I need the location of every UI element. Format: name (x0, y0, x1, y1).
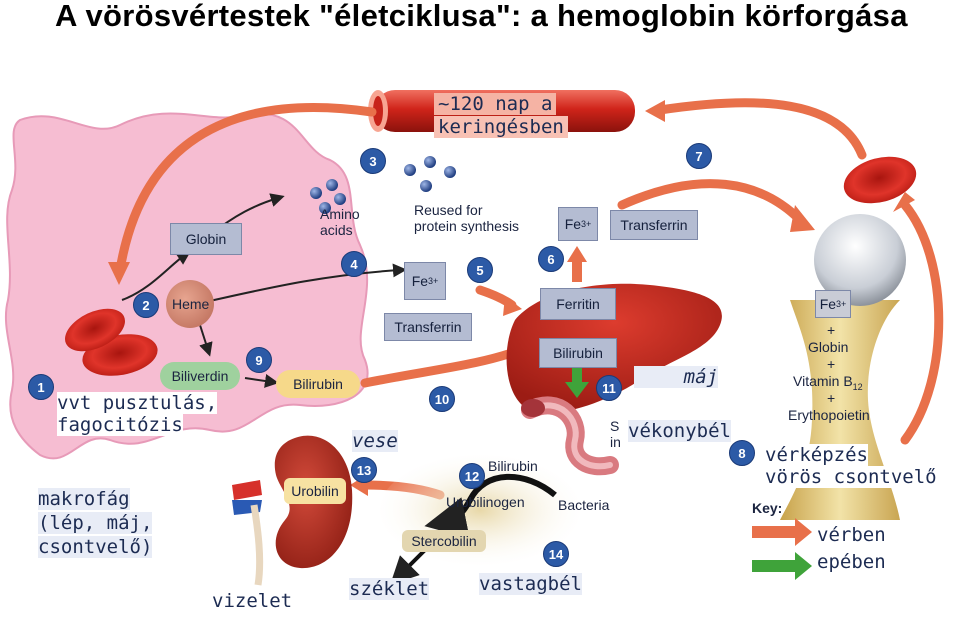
label-liver: máj (634, 366, 718, 388)
transferrin-box-2: Transferrin (610, 210, 698, 240)
step-9: 9 (246, 347, 272, 373)
bilirubin-intestine-label: Bilirubin (488, 458, 538, 474)
step-11: 11 (596, 375, 622, 401)
bacteria-label: Bacteria (558, 497, 610, 513)
bone-plus-2: + (827, 356, 836, 372)
bone-erythropoietin: Erythopoietin (788, 407, 870, 423)
arrow-marrow-to-rbc (900, 200, 944, 445)
key-arrow-blood (752, 518, 812, 546)
step-2: 2 (133, 292, 159, 318)
stercobilin-pill: Stercobilin (402, 530, 486, 552)
step-6: 6 (538, 246, 564, 272)
bilirubin-pill: Bilirubin (276, 370, 360, 398)
label-urine: vizelet (212, 590, 293, 612)
step-14: 14 (543, 541, 569, 567)
rbc-cluster (65, 308, 158, 376)
transferrin-box-1: Transferrin (384, 313, 472, 341)
arrow-bilirubin-to-liver (360, 345, 525, 388)
step-7: 7 (686, 143, 712, 169)
heme-circle (166, 280, 214, 328)
bilirubin-box-liver: Bilirubin (539, 338, 617, 368)
rbc-right (843, 156, 917, 204)
label-hematopoiesis: vérképzés (765, 444, 868, 466)
step-8: 8 (729, 440, 755, 466)
arrow-rbc-to-vessel (655, 98, 867, 160)
heme-label: Heme (172, 296, 210, 312)
key-blood-label: vérben (817, 524, 886, 546)
label-colon: vastagbél (479, 573, 582, 595)
arrow-vessel-to-macrophage (115, 103, 377, 275)
label-circulation-2: keringésben (434, 116, 568, 138)
key-bile-label: epében (817, 551, 886, 573)
bone-globin: Globin (808, 339, 849, 355)
step-5: 5 (467, 257, 493, 283)
label-kidney: vese (352, 430, 398, 452)
label-red-marrow: vörös csontvelő (765, 466, 937, 488)
key-title: Key: (752, 500, 783, 516)
label-macrophage-1: makrofág (38, 488, 130, 510)
arrow-transferrin-to-marrow (617, 179, 805, 225)
biliverdin-pill: Biliverdin (160, 362, 240, 390)
amino-acid-spheres (310, 156, 456, 214)
label-circulation-1: ~120 nap a (434, 93, 557, 115)
partial-in-label: in (610, 434, 621, 450)
label-small-intestine: vékonybél (628, 420, 731, 442)
bacteria-arrow (424, 473, 557, 539)
bone-plus-1: + (827, 322, 836, 338)
ferritin-box: Ferritin (540, 288, 616, 320)
step-3: 3 (360, 148, 386, 174)
bone-vitamin: Vitamin B12 (793, 373, 863, 392)
arrow-ferritin-up (572, 262, 582, 282)
urobilinogen-label: Urobilinogen (446, 494, 525, 510)
label-macrophage-3: csontvelő) (38, 536, 153, 558)
step-4: 4 (341, 251, 367, 277)
key-arrow-bile (752, 552, 812, 580)
globin-box: Globin (170, 223, 242, 255)
page-title: A vörösvértestek "életciklusa": a hemogl… (55, 0, 908, 33)
step-10: 10 (429, 386, 455, 412)
label-macrophage-2: (lép, máj, (38, 512, 153, 534)
label-rbc-destruction: vvt pusztulás, (57, 392, 218, 414)
bone-plus-3: + (827, 390, 836, 406)
label-phagocytosis: fagocitózis (57, 414, 183, 436)
urobilin-pill: Urobilin (284, 478, 346, 504)
partial-s-label: S (610, 418, 620, 434)
step-13: 13 (351, 457, 377, 483)
step-12: 12 (459, 463, 485, 489)
green-arrow-bilirubin-down (565, 366, 589, 398)
step-1: 1 (28, 374, 54, 400)
label-feces: széklet (349, 578, 430, 600)
